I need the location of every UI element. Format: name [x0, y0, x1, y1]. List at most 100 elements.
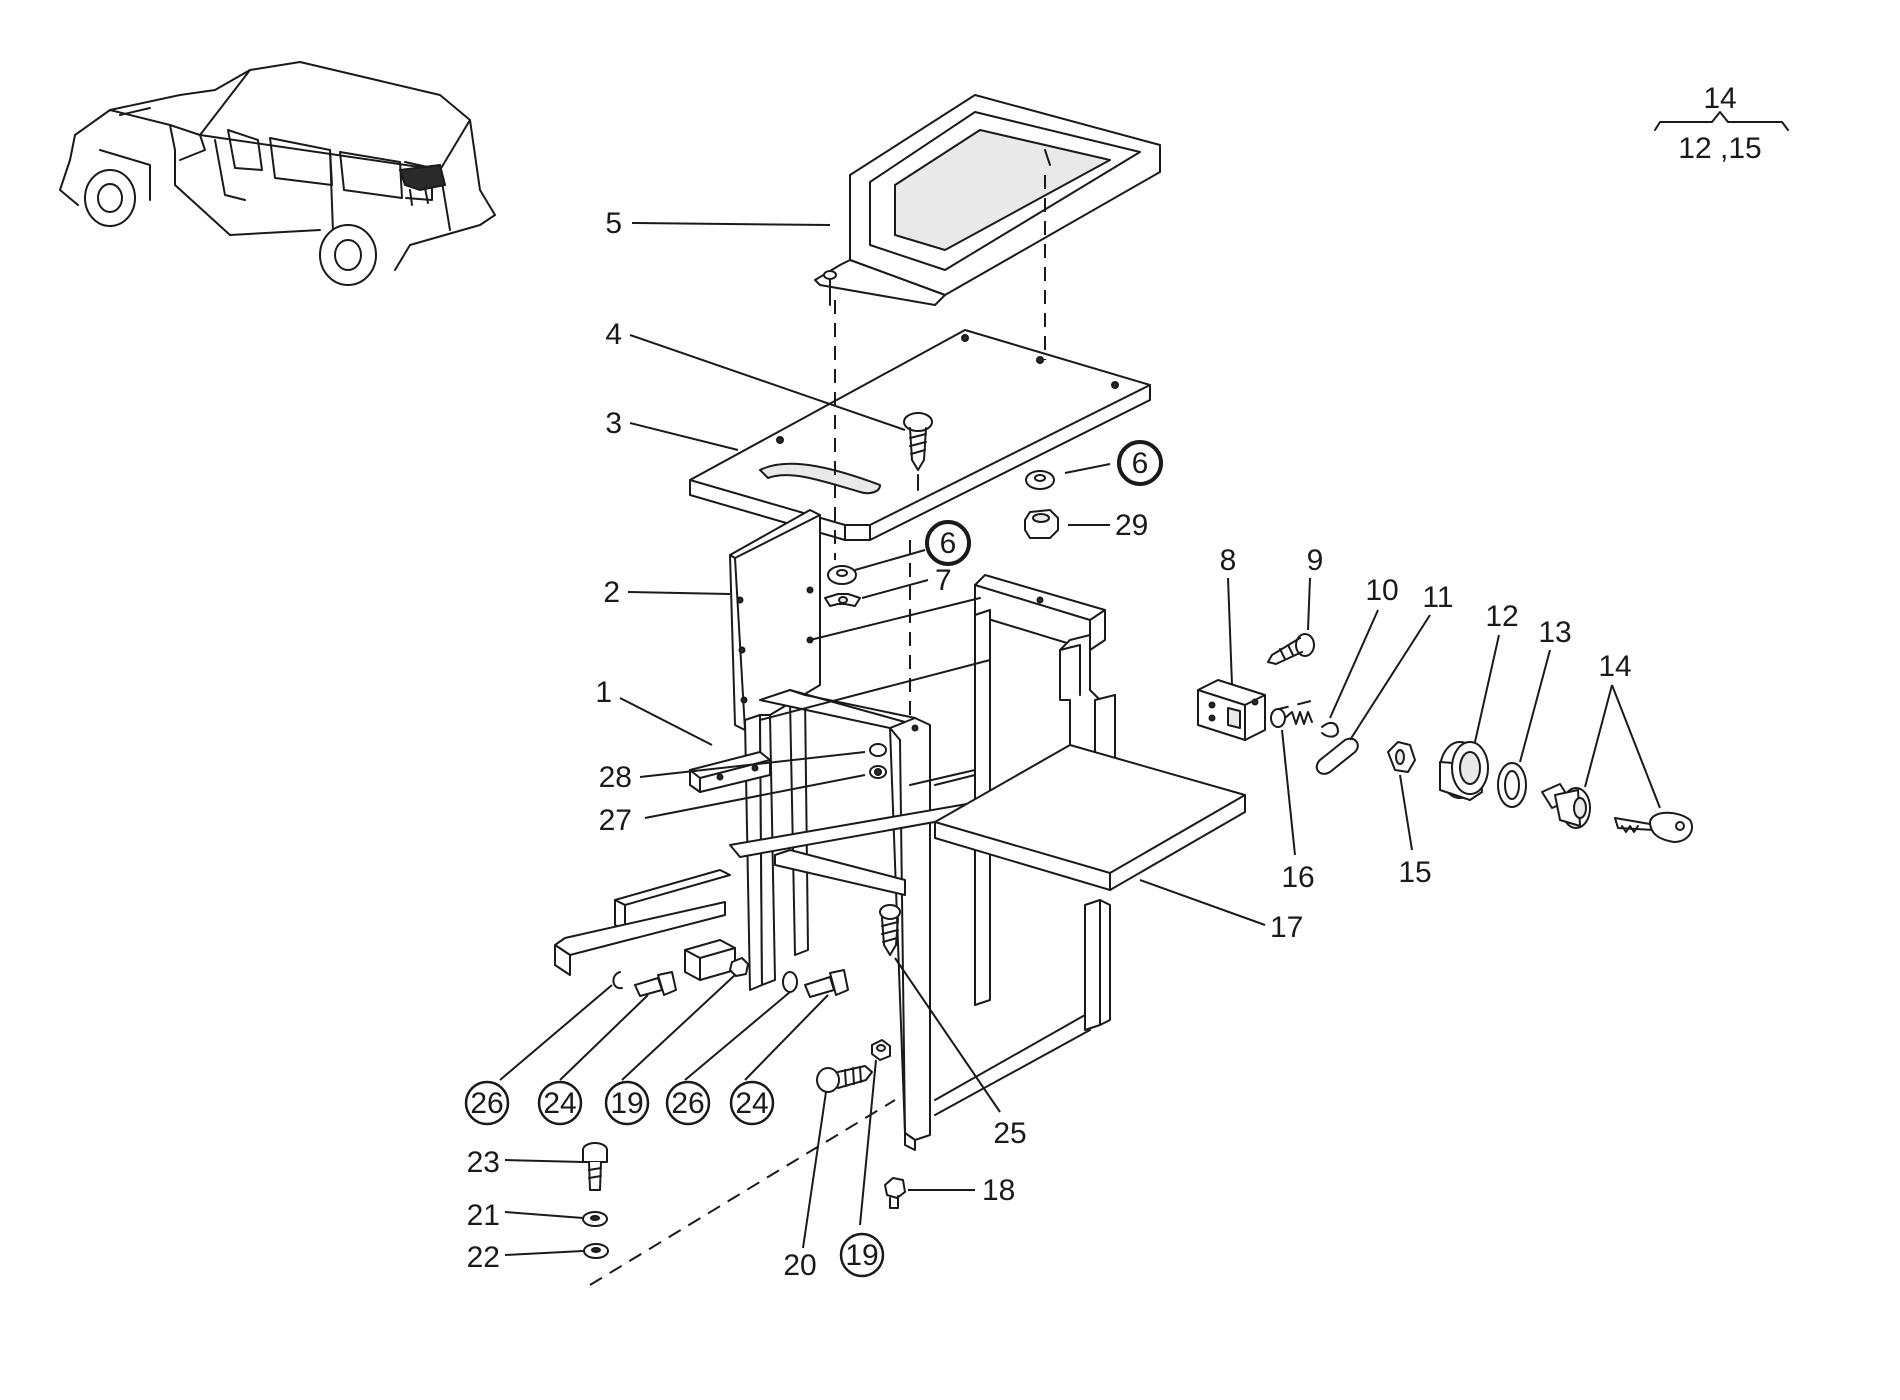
callout-19-lower: 19 — [839, 1232, 885, 1278]
callout-18: 18 — [982, 1174, 1015, 1207]
part-18-foot — [884, 1177, 906, 1209]
legend-top-text: 14 — [1703, 82, 1736, 115]
callout-1: 1 — [595, 676, 612, 709]
callout-9: 9 — [1307, 544, 1324, 577]
part-2-panel — [729, 509, 821, 731]
part-13-ring — [1497, 762, 1527, 808]
part-8-lock-body — [1197, 679, 1266, 741]
svg-text:28: 28 — [599, 761, 632, 794]
vehicle-thumbnail — [59, 61, 496, 286]
part-24-bolt-left — [634, 971, 677, 997]
svg-text:19: 19 — [845, 1239, 878, 1272]
callout-3: 3 — [605, 407, 622, 440]
svg-text:7: 7 — [935, 564, 952, 597]
callouts: 5 4 3 2 1 28 27 6 29 6 7 8 9 10 11 12 13… — [464, 207, 1632, 1282]
callout-7: 7 — [935, 564, 952, 597]
part-21-lock-washer — [582, 1211, 608, 1227]
svg-text:29: 29 — [1115, 509, 1148, 542]
part-4-screw — [903, 412, 933, 491]
callout-4: 4 — [605, 318, 622, 351]
svg-text:26: 26 — [470, 1087, 503, 1120]
svg-text:9: 9 — [1307, 544, 1324, 577]
svg-text:13: 13 — [1538, 616, 1571, 649]
svg-text:8: 8 — [1220, 544, 1237, 577]
callout-24-left: 24 — [537, 1080, 583, 1126]
svg-text:10: 10 — [1365, 574, 1398, 607]
part-14-cylinder — [1541, 783, 1591, 829]
part-19-nut-upper — [729, 957, 749, 977]
callout-10: 10 — [1365, 574, 1398, 607]
part-24-bolt-right — [804, 969, 849, 998]
svg-text:11: 11 — [1422, 581, 1453, 614]
svg-text:23: 23 — [467, 1146, 500, 1179]
callout-26-right: 26 — [665, 1080, 711, 1126]
svg-text:5: 5 — [605, 207, 622, 240]
svg-text:25: 25 — [993, 1117, 1026, 1150]
part-7-wing-nut — [824, 593, 861, 607]
callout-22: 22 — [467, 1241, 500, 1274]
svg-text:24: 24 — [543, 1087, 576, 1120]
callout-19-upper: 19 — [604, 1080, 650, 1126]
svg-text:19: 19 — [610, 1087, 643, 1120]
callout-26-left: 26 — [464, 1080, 510, 1126]
svg-text:17: 17 — [1270, 911, 1303, 944]
part-10-clip — [1321, 721, 1339, 738]
callout-24-right: 24 — [729, 1080, 775, 1126]
legend-bracket: 14 12 ,15 — [1654, 82, 1789, 165]
callout-27: 27 — [599, 804, 632, 837]
part-23-bolt — [582, 1142, 608, 1191]
part-14-key — [1614, 811, 1693, 843]
svg-text:27: 27 — [599, 804, 632, 837]
svg-text:3: 3 — [605, 407, 622, 440]
svg-text:2: 2 — [603, 576, 620, 609]
part-6-washer-upper — [1025, 470, 1055, 490]
part-17-shelf — [934, 744, 1246, 891]
callout-20: 20 — [783, 1249, 816, 1282]
callout-13: 13 — [1538, 616, 1571, 649]
part-12-bezel — [1439, 741, 1489, 801]
svg-text:14: 14 — [1598, 650, 1631, 683]
callout-25: 25 — [993, 1117, 1026, 1150]
callout-16: 16 — [1281, 861, 1314, 894]
part-26-washer-left — [612, 971, 623, 990]
callout-14: 14 — [1598, 650, 1631, 683]
svg-text:21: 21 — [467, 1199, 500, 1232]
svg-text:15: 15 — [1398, 856, 1431, 889]
callout-5: 5 — [605, 207, 622, 240]
part-26-washer-right — [782, 971, 798, 993]
part-25-screw — [879, 904, 901, 956]
legend-bottom-text: 12 ,15 — [1678, 132, 1761, 165]
callout-28: 28 — [599, 761, 632, 794]
svg-text:6: 6 — [1132, 447, 1149, 480]
part-20-screw — [816, 1065, 873, 1093]
svg-text:22: 22 — [467, 1241, 500, 1274]
callout-21: 21 — [467, 1199, 500, 1232]
leader-lines — [499, 222, 1661, 1256]
part-22-washer — [583, 1243, 609, 1259]
svg-text:26: 26 — [671, 1087, 704, 1120]
guide-line-4 — [589, 1099, 896, 1286]
part-15-nut — [1387, 741, 1416, 773]
svg-text:20: 20 — [783, 1249, 816, 1282]
part-5-frame — [814, 94, 1161, 306]
svg-text:24: 24 — [735, 1087, 768, 1120]
part-6-washer-lower — [827, 565, 857, 585]
part-9-screw — [1267, 633, 1315, 665]
svg-text:6: 6 — [940, 527, 957, 560]
svg-text:4: 4 — [605, 318, 622, 351]
callout-6-upper: 6 — [1117, 440, 1163, 486]
svg-text:12: 12 — [1485, 600, 1518, 633]
callout-12: 12 — [1485, 600, 1518, 633]
guide-line-6 — [1274, 699, 1316, 711]
part-29-nut — [1024, 509, 1059, 539]
part-1-frame — [554, 574, 1116, 1151]
callout-6-lower: 6 — [925, 520, 971, 566]
callout-23: 23 — [467, 1146, 500, 1179]
svg-text:1: 1 — [595, 676, 612, 709]
callout-11: 11 — [1422, 581, 1453, 614]
callout-17: 17 — [1270, 911, 1303, 944]
svg-text:18: 18 — [982, 1174, 1015, 1207]
part-16-spring — [1270, 708, 1313, 728]
callout-8: 8 — [1220, 544, 1237, 577]
